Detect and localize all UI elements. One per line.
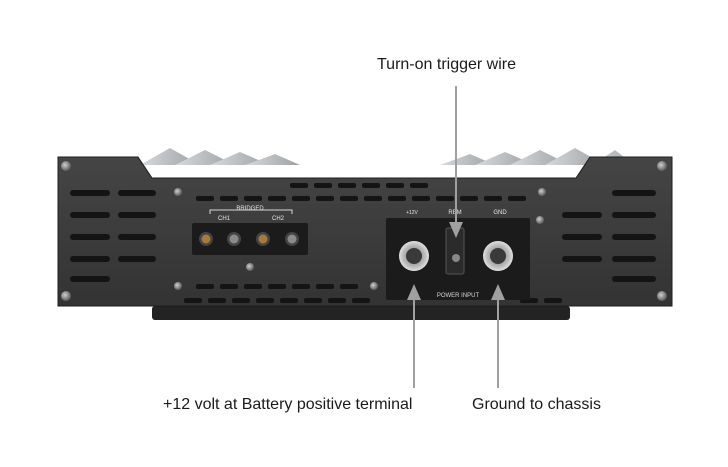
corner-screws — [61, 161, 667, 301]
base-plate — [152, 306, 570, 320]
ground-arrow — [491, 284, 505, 388]
bottom-vents — [184, 284, 562, 303]
gnd-label: GND — [493, 210, 507, 216]
ch2-label: CH2 — [272, 216, 285, 222]
power-input-label: POWER INPUT — [437, 293, 480, 299]
ground-chassis-label: Ground to chassis — [472, 396, 601, 413]
trigger-wire-label: Turn-on trigger wire — [377, 56, 517, 73]
left-vents — [70, 190, 156, 282]
trigger-arrow — [449, 86, 463, 238]
heatsink-fins — [140, 148, 640, 170]
speaker-terminal-block: BRIDGED CH1 CH2 — [192, 206, 308, 271]
top-vents — [196, 183, 526, 201]
speaker-terminal-screws — [199, 232, 299, 246]
battery-positive-label: +12 volt at Battery positive terminal — [163, 396, 413, 413]
power-input-block: +12V REM GND POWER INPUT — [386, 210, 530, 300]
ch1-label: CH1 — [218, 216, 231, 222]
plus12v-label: +12V — [406, 210, 418, 216]
positive-arrow — [407, 284, 421, 388]
bridged-label: BRIDGED — [236, 206, 264, 212]
right-vents — [562, 190, 656, 282]
amplifier-body — [57, 156, 673, 307]
